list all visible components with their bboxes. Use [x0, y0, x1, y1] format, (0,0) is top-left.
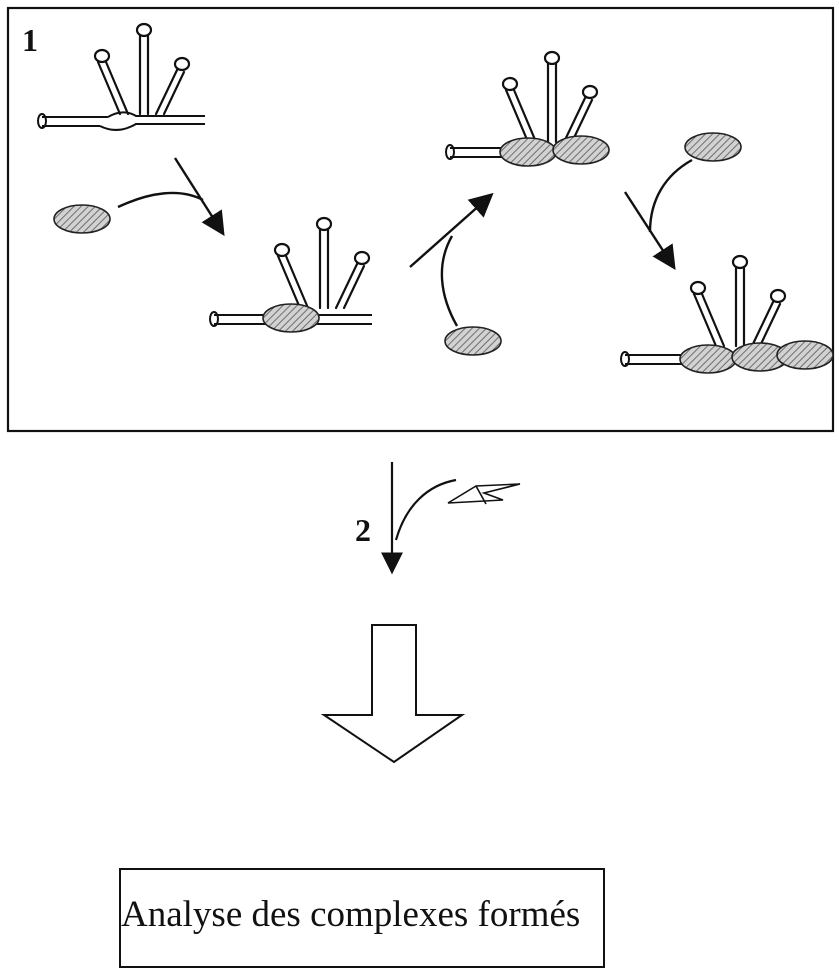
rna-one-protein: [209, 216, 372, 333]
protein-free-2: [444, 326, 502, 356]
step2-label: 2: [355, 512, 371, 548]
reaction-arrow-3: [623, 158, 693, 271]
reaction-arrow-1: [117, 157, 225, 237]
rna-two-proteins: [445, 50, 610, 167]
protein-free-1: [53, 204, 111, 234]
rna-free: [37, 22, 205, 131]
result-label: Analyse des complexes formés: [121, 894, 581, 935]
step2-arrow: [381, 462, 457, 575]
step1-label: 1: [22, 22, 38, 58]
protein-free-3: [684, 132, 742, 162]
step1-frame: [6, 6, 835, 433]
large-down-arrow-icon: [320, 624, 466, 764]
reaction-arrow-2: [409, 192, 494, 327]
rna-three-proteins: [620, 254, 834, 374]
crosslinker-icon: [447, 483, 521, 505]
